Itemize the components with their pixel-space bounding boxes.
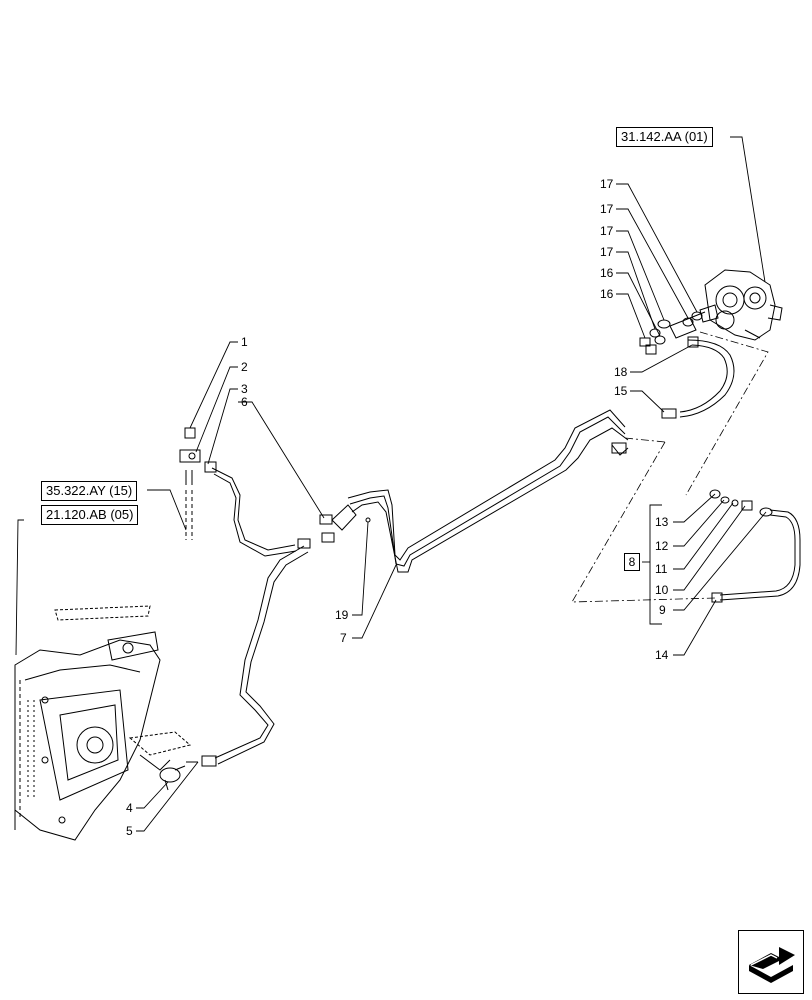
callout-5: 5 bbox=[126, 824, 133, 838]
callout-13: 13 bbox=[655, 515, 669, 529]
pipe-5 bbox=[186, 538, 311, 767]
reference-lines bbox=[571, 331, 769, 603]
callout-12: 12 bbox=[655, 539, 669, 553]
callout-leaders bbox=[136, 183, 767, 832]
callout-7: 7 bbox=[340, 631, 347, 645]
callout-18: 18 bbox=[614, 365, 628, 379]
ref-21-120-ab[interactable]: 21.120.AB (05) bbox=[41, 505, 139, 525]
ref-35-322-ay[interactable]: 35.322.AY (15) bbox=[41, 481, 138, 501]
next-page-arrow-icon bbox=[749, 947, 795, 983]
pipe-6 bbox=[204, 461, 297, 557]
callout-10: 10 bbox=[655, 583, 669, 597]
pump-assembly bbox=[689, 269, 783, 341]
callout-11: 11 bbox=[655, 562, 668, 576]
callout-6: 6 bbox=[241, 395, 248, 409]
fitting-4 bbox=[159, 765, 186, 791]
next-page-button[interactable] bbox=[738, 930, 804, 994]
callout-15: 15 bbox=[614, 384, 628, 398]
ref-31-142-aa[interactable]: 31.142.AA (01) bbox=[616, 127, 713, 147]
pipe-14 bbox=[709, 489, 801, 603]
callout-17: 17 bbox=[600, 245, 614, 259]
pump-fittings bbox=[639, 311, 703, 355]
callout-9: 9 bbox=[659, 603, 666, 617]
callout-17: 17 bbox=[600, 177, 614, 191]
pipe-15 bbox=[661, 339, 735, 419]
callout-4: 4 bbox=[126, 801, 133, 815]
callout-1: 1 bbox=[241, 335, 248, 349]
callout-3: 3 bbox=[241, 382, 248, 396]
callout-2: 2 bbox=[241, 360, 248, 374]
reference-leaders bbox=[15, 136, 766, 656]
callout-17: 17 bbox=[600, 224, 614, 238]
group-8-box: 8 bbox=[624, 553, 640, 571]
tee-fittings bbox=[179, 427, 201, 540]
callout-14: 14 bbox=[655, 648, 669, 662]
pipe-7 bbox=[319, 409, 629, 573]
callout-16: 16 bbox=[600, 266, 614, 280]
callout-16: 16 bbox=[600, 287, 614, 301]
callout-19: 19 bbox=[335, 608, 349, 622]
transmission-housing bbox=[14, 605, 192, 841]
callout-17: 17 bbox=[600, 202, 614, 216]
